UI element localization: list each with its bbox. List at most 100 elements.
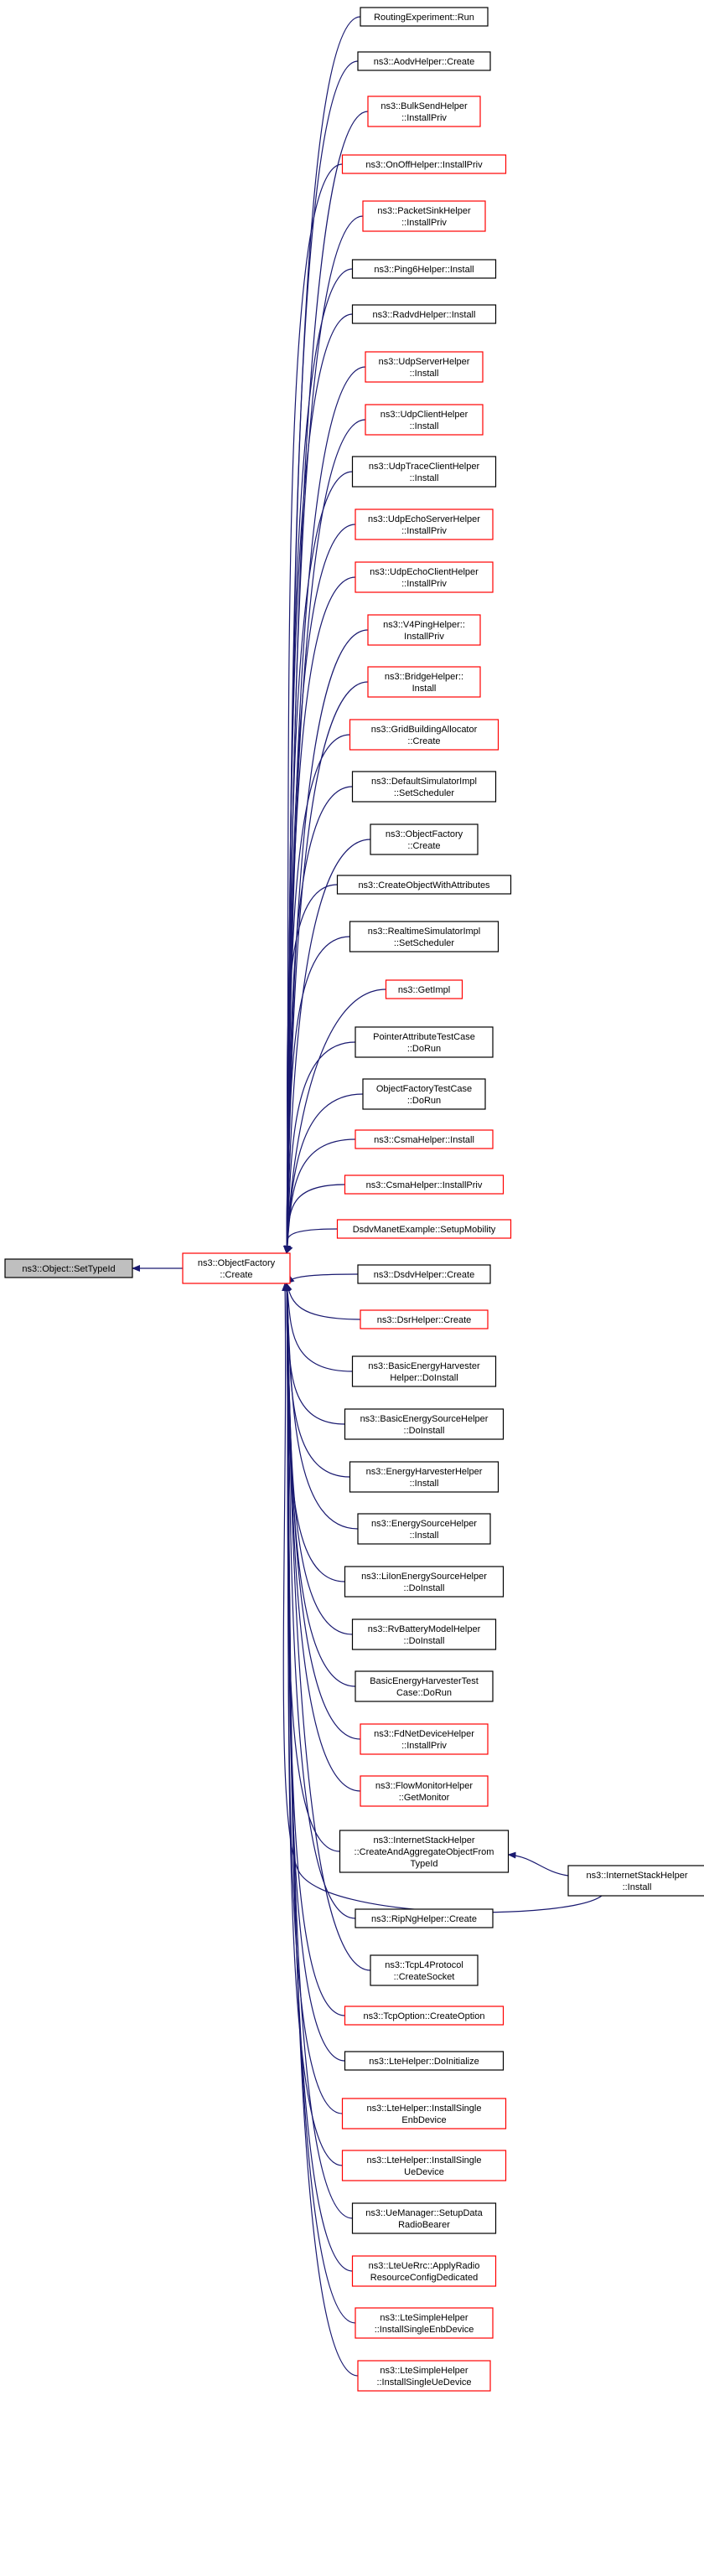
- node-caller-5[interactable]: ns3::Ping6Helper::Install: [351, 259, 497, 279]
- node-caller-31-label: ::DoInstall: [404, 1583, 445, 1593]
- node-caller-2[interactable]: ns3::BulkSendHelper::InstallPriv: [367, 96, 481, 127]
- nodes: ns3::Object::SetTypeId ns3::ObjectFactory…: [4, 7, 704, 2392]
- node-caller-30[interactable]: ns3::EnergySourceHelper::Install: [357, 1513, 491, 1545]
- node-caller-46-label: ns3::LteSimpleHelper: [380, 2366, 468, 2376]
- node-caller-38[interactable]: ns3::TcpL4Protocol::CreateSocket: [370, 1954, 479, 1986]
- node-caller-21[interactable]: ObjectFactoryTestCase::DoRun: [362, 1078, 486, 1110]
- node-caller-7[interactable]: ns3::UdpServerHelper::Install: [365, 351, 484, 383]
- node-caller-23[interactable]: ns3::CsmaHelper::InstallPriv: [344, 1174, 505, 1195]
- node-caller-35[interactable]: ns3::FlowMonitorHelper::GetMonitor: [360, 1775, 489, 1807]
- node-caller-37-label: ns3::RipNgHelper::Create: [371, 1914, 477, 1924]
- node-center[interactable]: ns3::ObjectFactory::Create: [182, 1252, 291, 1284]
- node-caller-16-label: ::Create: [407, 841, 440, 851]
- node-caller-17[interactable]: ns3::CreateObjectWithAttributes: [336, 875, 512, 895]
- node-caller-16[interactable]: ns3::ObjectFactory::Create: [370, 823, 479, 855]
- node-caller-37-box: [355, 1908, 494, 1928]
- node-caller-29[interactable]: ns3::EnergyHarvesterHelper::Install: [349, 1461, 500, 1493]
- node-caller-26[interactable]: ns3::DsrHelper::Create: [360, 1309, 489, 1329]
- node-caller-13-label: Install: [412, 684, 437, 694]
- node-caller-41[interactable]: ns3::LteHelper::InstallSingleEnbDevice: [341, 2098, 507, 2129]
- node-root-box: [4, 1258, 133, 1278]
- node-caller-29-box: [349, 1461, 500, 1493]
- node-caller-2-label: ns3::BulkSendHelper: [380, 101, 468, 111]
- node-caller-24[interactable]: DsdvManetExample::SetupMobility: [336, 1219, 512, 1239]
- node-caller-10[interactable]: ns3::UdpEchoServerHelper::InstallPriv: [355, 508, 494, 540]
- node-caller-38-label: ::CreateSocket: [394, 1972, 455, 1982]
- edge-caller-27: [284, 1283, 353, 1372]
- node-caller-6[interactable]: ns3::RadvdHelper::Install: [351, 304, 497, 324]
- node-caller-39[interactable]: ns3::TcpOption::CreateOption: [344, 2006, 505, 2026]
- node-caller-46-label: ::InstallSingleUeDevice: [376, 2377, 471, 2388]
- node-caller-8[interactable]: ns3::UdpClientHelper::Install: [365, 404, 484, 436]
- node-caller-11[interactable]: ns3::UdpEchoClientHelper::InstallPriv: [355, 561, 494, 593]
- node-caller-0-label: RoutingExperiment::Run: [374, 13, 474, 23]
- edges: [132, 16, 603, 2377]
- edge-caller-46: [283, 1283, 359, 2377]
- node-caller-31[interactable]: ns3::LiIonEnergySourceHelper::DoInstall: [344, 1566, 505, 1598]
- node-caller-12-box: [367, 614, 481, 646]
- node-caller-45[interactable]: ns3::LteSimpleHelper::InstallSingleEnbDe…: [355, 2307, 494, 2339]
- node-caller-1[interactable]: ns3::AodvHelper::Create: [357, 51, 491, 71]
- node-caller-15-box: [351, 771, 497, 803]
- node-caller-40-box: [344, 2051, 505, 2071]
- node-caller-14[interactable]: ns3::GridBuildingAllocator::Create: [349, 719, 500, 751]
- node-caller-26-label: ns3::DsrHelper::Create: [377, 1315, 472, 1325]
- node-caller-37[interactable]: ns3::RipNgHelper::Create: [355, 1908, 494, 1928]
- node-caller-44-box: [351, 2255, 497, 2287]
- node-caller-44[interactable]: ns3::LteUeRrc::ApplyRadioResourceConfigD…: [351, 2255, 497, 2287]
- node-caller-14-box: [349, 719, 500, 751]
- edge-caller-15: [283, 786, 353, 1254]
- node-caller-23-box: [344, 1174, 505, 1195]
- node-caller-20[interactable]: PointerAttributeTestCase::DoRun: [355, 1026, 494, 1058]
- node-caller-27[interactable]: ns3::BasicEnergyHarvesterHelper::DoInsta…: [351, 1355, 497, 1387]
- node-caller-40[interactable]: ns3::LteHelper::DoInitialize: [344, 2051, 505, 2071]
- node-caller-9[interactable]: ns3::UdpTraceClientHelper::Install: [351, 456, 497, 488]
- node-caller-3[interactable]: ns3::OnOffHelper::InstallPriv: [341, 154, 507, 174]
- node-caller-15-label: ns3::DefaultSimulatorImpl: [371, 777, 477, 787]
- node-caller-28[interactable]: ns3::BasicEnergySourceHelper::DoInstall: [344, 1408, 505, 1440]
- node-caller-36-label: ::CreateAndAggregateObjectFrom: [355, 1847, 494, 1857]
- node-caller-19[interactable]: ns3::GetImpl: [385, 979, 463, 999]
- node-caller-17-box: [336, 875, 512, 895]
- node-caller-33-label: Case::DoRun: [396, 1688, 452, 1698]
- edge-install-aggregate: [507, 1851, 569, 1877]
- node-caller-36-label: TypeId: [410, 1859, 437, 1869]
- edge-caller-29: [283, 1283, 350, 1478]
- node-caller-6-label: ns3::RadvdHelper::Install: [373, 310, 476, 320]
- node-caller-9-label: ns3::UdpTraceClientHelper: [369, 462, 480, 472]
- node-caller-4[interactable]: ns3::PacketSinkHelper::InstallPriv: [362, 200, 486, 232]
- node-caller-22-box: [355, 1129, 494, 1149]
- node-caller-9-box: [351, 456, 497, 488]
- node-caller-19-box: [385, 979, 463, 999]
- edge-caller-25: [286, 1273, 359, 1284]
- node-center-box: [182, 1252, 291, 1284]
- node-caller-43-label: ns3::UeManager::SetupData: [365, 2208, 483, 2218]
- node-caller-15[interactable]: ns3::DefaultSimulatorImpl::SetScheduler: [351, 771, 497, 803]
- node-caller-27-label: Helper::DoInstall: [390, 1373, 458, 1383]
- node-caller-18[interactable]: ns3::RealtimeSimulatorImpl::SetScheduler: [349, 921, 500, 952]
- node-caller-22[interactable]: ns3::CsmaHelper::Install: [355, 1129, 494, 1149]
- node-caller-12-label: InstallPriv: [404, 632, 444, 642]
- node-caller-13[interactable]: ns3::BridgeHelper::Install: [367, 666, 481, 698]
- node-install[interactable]: ns3::InternetStackHelper::Install: [567, 1865, 704, 1897]
- node-caller-46-box: [357, 2360, 491, 2392]
- node-caller-17-label: ns3::CreateObjectWithAttributes: [358, 880, 490, 891]
- node-caller-34[interactable]: ns3::FdNetDeviceHelper::InstallPriv: [360, 1723, 489, 1755]
- node-caller-42[interactable]: ns3::LteHelper::InstallSingleUeDevice: [341, 2150, 507, 2181]
- node-caller-27-label: ns3::BasicEnergyHarvester: [368, 1361, 480, 1371]
- node-caller-25[interactable]: ns3::DsdvHelper::Create: [357, 1264, 491, 1284]
- node-caller-33-label: BasicEnergyHarvesterTest: [370, 1676, 479, 1686]
- node-caller-30-label: ::Install: [410, 1531, 439, 1541]
- node-caller-36[interactable]: ns3::InternetStackHelper::CreateAndAggre…: [339, 1830, 510, 1873]
- node-caller-12[interactable]: ns3::V4PingHelper::InstallPriv: [367, 614, 481, 646]
- node-caller-33-box: [355, 1670, 494, 1702]
- node-caller-0[interactable]: RoutingExperiment::Run: [360, 7, 489, 27]
- node-root[interactable]: ns3::Object::SetTypeId: [4, 1258, 133, 1278]
- node-caller-5-box: [351, 259, 497, 279]
- node-caller-4-label: ::InstallPriv: [401, 218, 447, 228]
- node-caller-32[interactable]: ns3::RvBatteryModelHelper::DoInstall: [351, 1618, 497, 1650]
- node-caller-46[interactable]: ns3::LteSimpleHelper::InstallSingleUeDev…: [357, 2360, 491, 2392]
